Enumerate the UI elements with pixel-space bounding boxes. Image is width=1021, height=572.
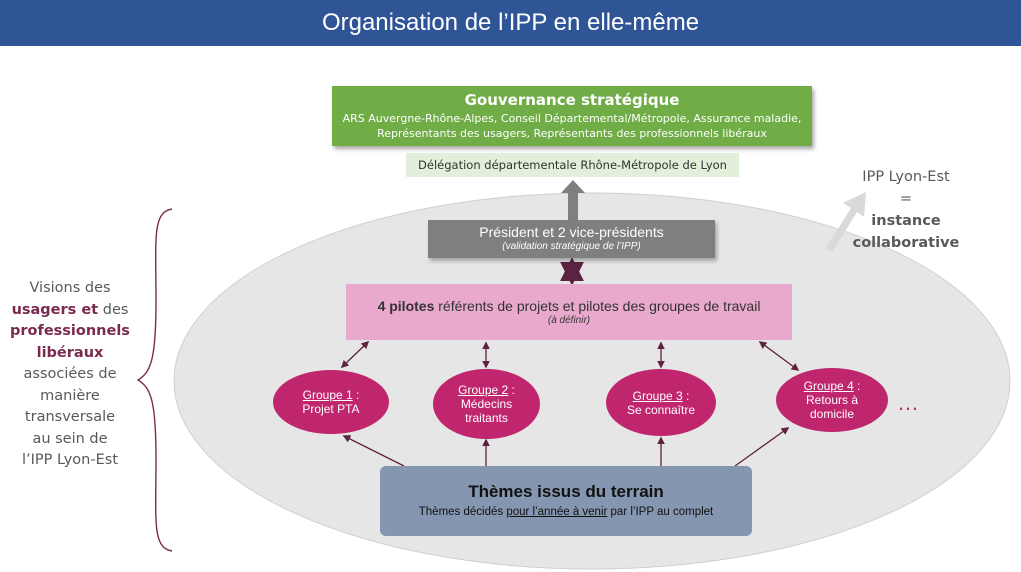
visions-liberaux: libéraux xyxy=(36,344,104,361)
themes-title: Thèmes issus du terrain xyxy=(468,482,664,501)
group-1-line1: Projet PTA xyxy=(302,402,360,416)
themes-sub-after: par l’IPP au complet xyxy=(607,506,714,518)
delegation-box: Délégation départementale Rhône-Métropol… xyxy=(406,153,739,177)
group-2-line1: Médecins xyxy=(460,397,513,411)
ipp-note-line4: collaborative xyxy=(846,232,966,254)
pilotes-group4-arrow xyxy=(758,341,800,371)
group-3-ellipse: Groupe 3 : Se connaître xyxy=(606,369,716,436)
visions-line1: Visions des xyxy=(29,280,111,296)
ipp-note-instance: instance xyxy=(871,213,941,229)
visions-line3: professionnels xyxy=(6,321,134,343)
visions-line2: usagers et des xyxy=(6,300,134,322)
themes-subtitle: Thèmes décidés pour l’année à venir par … xyxy=(380,506,752,518)
group-4-ellipse: Groupe 4 : Retours à domicile xyxy=(776,368,888,432)
visions-usagers: usagers xyxy=(11,301,77,318)
group-3-label: Groupe 3 xyxy=(632,388,683,403)
more-groups-ellipsis: … xyxy=(897,390,920,415)
visions-text: Visions des usagers et des professionnel… xyxy=(6,278,134,472)
group-4-label: Groupe 4 xyxy=(803,379,854,393)
gouvernance-members: ARS Auvergne-Rhône-Alpes, Conseil Départ… xyxy=(342,112,802,140)
themes-box: Thèmes issus du terrain Thèmes décidés p… xyxy=(380,466,752,536)
group-4-line1: Retours à xyxy=(805,393,859,407)
pilotes-count: 4 pilotes xyxy=(377,298,435,314)
group-2-label: Groupe 2 xyxy=(458,383,509,397)
themes-group1-arrow xyxy=(342,435,405,467)
visions-line6: manière xyxy=(40,387,100,404)
ipp-note-arrow xyxy=(826,192,866,252)
left-brace xyxy=(136,208,173,552)
group-1-ellipse: Groupe 1 : Projet PTA xyxy=(273,370,389,434)
visions-line8: au sein de xyxy=(32,430,108,447)
group-2-ellipse: Groupe 2 : Médecins traitants xyxy=(433,369,540,439)
pilotes-subtitle: (à définir) xyxy=(547,315,591,326)
group-1-colon: : xyxy=(352,388,360,402)
group-4-colon: : xyxy=(853,379,861,393)
visions-line9: l’IPP Lyon-Est xyxy=(21,452,119,468)
themes-sub-underlined: pour l’année à venir xyxy=(506,506,608,518)
ipp-note: IPP Lyon-Est = instance collaborative xyxy=(846,166,966,254)
themes-sub-before: Thèmes décidés xyxy=(418,506,507,518)
up-arrow xyxy=(561,180,585,220)
pilotes-box: 4 pilotes référents de projets et pilote… xyxy=(346,284,792,340)
president-box: Président et 2 vice-présidents (validati… xyxy=(428,220,715,258)
visions-professionnels: professionnels xyxy=(10,323,130,339)
ipp-note-collaborative: collaborative xyxy=(852,235,960,251)
pilotes-description: référents de projets et pilotes des grou… xyxy=(434,298,761,314)
ipp-note-line3: instance xyxy=(846,210,966,232)
themes-group4-arrow xyxy=(734,427,790,467)
group-1-header: Groupe 1 : xyxy=(303,388,360,402)
ipp-note-line1: IPP Lyon-Est xyxy=(862,169,950,185)
page-title: Organisation de l’IPP en elle-même xyxy=(0,0,1021,46)
group-3-line1: Se connaître xyxy=(626,402,696,417)
president-title: Président et 2 vice-présidents xyxy=(479,224,664,240)
pilotes-title: 4 pilotes référents de projets et pilote… xyxy=(346,298,792,314)
pilotes-group1-arrow xyxy=(340,340,370,369)
group-2-line2: traitants xyxy=(465,411,508,425)
visions-des: des xyxy=(98,301,129,318)
group-2-colon: : xyxy=(508,383,515,397)
group-3-colon: : xyxy=(682,388,690,403)
gouvernance-box: Gouvernance stratégique ARS Auvergne-Rhô… xyxy=(332,86,812,146)
visions-line5: associées de xyxy=(23,366,117,382)
president-subtitle: (validation stratégique de l’IPP) xyxy=(502,241,641,252)
visions-et: et xyxy=(76,301,99,318)
group-3-header: Groupe 3 : xyxy=(633,389,690,403)
group-4-header: Groupe 4 : xyxy=(804,379,861,393)
visions-line4: libéraux xyxy=(6,343,134,365)
group-2-header: Groupe 2 : xyxy=(458,383,515,397)
gouvernance-title: Gouvernance stratégique xyxy=(464,91,680,109)
group-4-line2: domicile xyxy=(809,407,854,421)
ipp-note-line2: = xyxy=(899,191,913,207)
visions-line7: transversale xyxy=(24,409,116,425)
group-1-label: Groupe 1 xyxy=(302,388,353,402)
